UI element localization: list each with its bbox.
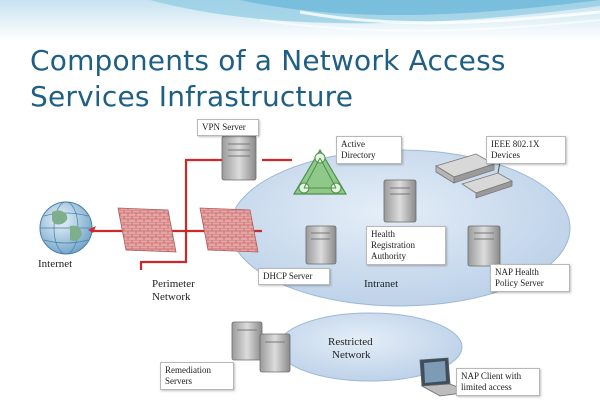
internet-label: Internet <box>38 258 73 270</box>
active-directory-icon <box>292 148 348 195</box>
ieee-devices-label-line1: IEEE 802.1X <box>491 139 540 149</box>
nap-policy-server-label: NAP Health Policy Server <box>490 264 570 292</box>
vpn-server-label: VPN Server <box>197 119 259 136</box>
active-directory-label-line2: Directory <box>341 150 376 160</box>
firewall-left-icon <box>117 207 177 253</box>
dhcp-server-label-text: DHCP Server <box>263 271 313 281</box>
nap-policy-server-icon <box>467 225 501 267</box>
restricted-network-label: Restricted Network <box>328 336 373 362</box>
vpn-server-label-text: VPN Server <box>202 122 246 132</box>
perimeter-network-label-line1: Perimeter <box>152 278 195 290</box>
hra-label: Health Registration Authority <box>366 226 446 265</box>
nap-client-laptop-icon <box>419 357 472 397</box>
page-title-line-2: Services Infrastructure <box>30 80 354 113</box>
internet-globe-icon <box>39 201 96 255</box>
page-title-line-1: Components of a Network Access <box>30 44 506 77</box>
hra-label-line1: Health <box>371 229 395 239</box>
perimeter-network-label: Perimeter Network <box>152 278 195 304</box>
perimeter-network-label-line2: Network <box>152 291 191 303</box>
ieee-devices-icon <box>435 153 513 199</box>
ieee-devices-label-line2: Devices <box>491 150 520 160</box>
header-wave <box>0 0 600 40</box>
nap-policy-server-label-line1: NAP Health <box>495 267 539 277</box>
vpn-server-icon <box>221 135 257 181</box>
nap-policy-server-label-line2: Policy Server <box>495 278 544 288</box>
dhcp-server-icon <box>305 225 337 265</box>
ieee-devices-label: IEEE 802.1X Devices <box>486 136 566 164</box>
nap-client-label: NAP Client with limited access <box>456 368 540 396</box>
remediation-servers-label: Remediation Servers <box>160 362 234 390</box>
hra-label-line2: Registration <box>371 240 415 250</box>
nap-client-label-line1: NAP Client with <box>461 371 522 381</box>
nap-client-label-line2: limited access <box>461 382 512 392</box>
restricted-network-label-line1: Restricted <box>328 336 373 348</box>
active-directory-label-line1: Active <box>341 139 365 149</box>
active-directory-label: Active Directory <box>336 136 402 164</box>
hra-server-icon <box>383 179 417 223</box>
hra-label-line3: Authority <box>371 251 406 261</box>
remediation-servers-label-line1: Remediation <box>165 365 211 375</box>
remediation-servers-label-line2: Servers <box>165 376 192 386</box>
restricted-network-label-line2: Network <box>332 349 371 361</box>
dhcp-server-label: DHCP Server <box>258 268 330 285</box>
firewall-right-icon <box>199 207 259 253</box>
remediation-servers-icon <box>231 321 291 373</box>
intranet-label: Intranet <box>364 278 399 290</box>
